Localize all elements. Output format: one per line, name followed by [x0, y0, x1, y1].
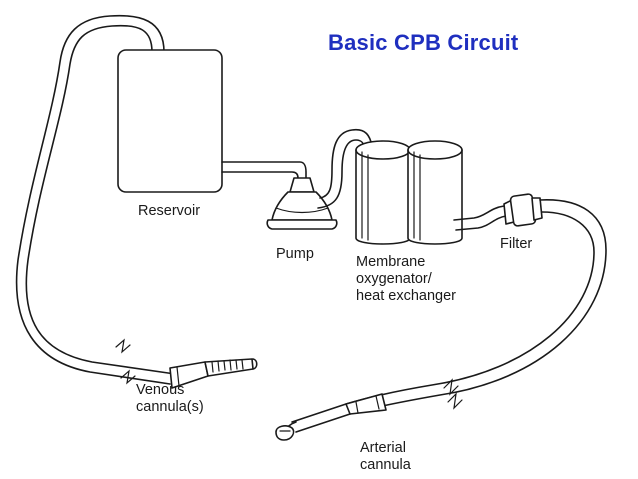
- label-oxygenator-line-3: heat exchanger: [356, 288, 456, 304]
- label-venous-line-2: cannula(s): [136, 399, 204, 415]
- arterial-line: [291, 199, 607, 433]
- venous-line: [15, 14, 176, 385]
- label-oxygenator-line-1: Membrane: [356, 254, 426, 270]
- label-venous-cannula: Venous cannula(s): [136, 382, 204, 416]
- label-arterial-line-1: Arterial: [360, 440, 406, 456]
- label-reservoir: Reservoir: [138, 203, 201, 219]
- reservoir: [117, 49, 223, 193]
- label-venous-line-1: Venous: [136, 382, 185, 398]
- label-arterial-line-2: cannula: [360, 457, 411, 473]
- diagram-title: Basic CPB Circuit: [328, 30, 519, 55]
- pump: [266, 177, 338, 230]
- arterial-filter: [503, 193, 543, 227]
- venous-cannula: [169, 358, 258, 389]
- pump-outlet-tube: [317, 128, 373, 209]
- label-oxygenator: Membrane oxygenator/ heat exchanger: [356, 254, 456, 305]
- oxygenator-outlet-tube: [453, 205, 507, 231]
- arterial-cannula-tip: [275, 421, 297, 441]
- reservoir-outlet-tube: [221, 161, 307, 181]
- oxygenator: [355, 140, 463, 245]
- label-oxygenator-line-2: oxygenator/: [356, 271, 432, 287]
- label-filter: Filter: [500, 236, 533, 252]
- label-arterial-cannula: Arterial cannula: [360, 440, 411, 474]
- label-pump: Pump: [276, 246, 314, 262]
